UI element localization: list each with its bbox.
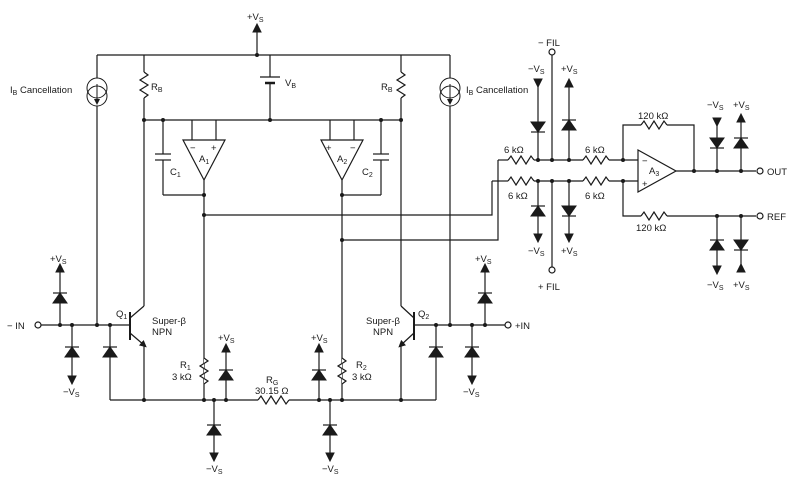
ref-clamp-vpos-label: +VS: [733, 280, 750, 292]
a2-minus: −: [350, 143, 356, 154]
neg-in-vneg-label: −VS: [63, 387, 80, 399]
neg-in-vpos-label: +VS: [50, 254, 67, 266]
a1-plus: +: [211, 143, 217, 154]
r1-label: R1: [180, 360, 191, 372]
r6k-label-upper-right: 6 kΩ: [585, 145, 605, 156]
resistor-rb-right: [395, 55, 407, 300]
r6k-label-upper-left: 6 kΩ: [504, 145, 524, 156]
r2-label: R2: [356, 360, 367, 372]
r6k-label-lower-left: 6 kΩ: [508, 191, 528, 202]
fil-pos-label: + FIL: [538, 282, 560, 293]
lower-fil-vneg-label: −VS: [528, 246, 545, 258]
fil-pos-pin: [548, 181, 556, 274]
resistor-r2: [336, 357, 348, 385]
pos-in-vpos-label: +VS: [475, 254, 492, 266]
a2-plus: +: [326, 143, 332, 154]
ref-clamp-vneg-label: −VS: [707, 280, 724, 292]
r1-value: 3 kΩ: [172, 372, 192, 383]
rg-value: 30.15 Ω: [255, 386, 289, 397]
r2-value: 3 kΩ: [352, 372, 372, 383]
q1-label: Q1: [116, 309, 127, 321]
r2-clamp-vneg-label: −VS: [322, 464, 339, 476]
top-supply-rail: [97, 22, 450, 57]
r2-clamp-vpos-label: +VS: [311, 333, 328, 345]
bottom-bus: [110, 394, 436, 406]
vb-label: VB: [285, 78, 296, 90]
r1-clamp-vneg-label: −VS: [206, 464, 223, 476]
out-clamp-vneg-label: −VS: [707, 100, 724, 112]
c1-label: C1: [170, 167, 181, 179]
pos-input-network: [428, 262, 512, 400]
ref-clamp-diodes: [709, 216, 749, 276]
q2-npn-label: NPN: [373, 327, 393, 338]
a3-plus: +: [642, 179, 648, 190]
neg-in-label: − IN: [7, 321, 25, 332]
a1-minus: −: [190, 143, 196, 154]
r6k-label-lower-right: 6 kΩ: [585, 191, 605, 202]
r120k-ref-label: 120 kΩ: [636, 223, 666, 234]
a1-output-route: [202, 181, 493, 217]
a3-noninverting-path: [492, 175, 638, 187]
upper-fil-vpos-label: +VS: [561, 64, 578, 76]
rg-label: RG: [266, 375, 278, 387]
r120k-feedback-label: 120 kΩ: [638, 111, 668, 122]
upper-fil-clamp-diodes: [530, 77, 577, 160]
ib-cancellation-label-right: IB Cancellation: [466, 85, 528, 97]
pos-in-vneg-label: −VS: [463, 387, 480, 399]
q1-type-label: Super-β: [152, 316, 187, 327]
q2-type-label: Super-β: [366, 316, 401, 327]
q1-npn-label: NPN: [152, 327, 172, 338]
a2-label: A2: [337, 154, 347, 166]
transistor-q2: [398, 300, 436, 400]
c2-label: C2: [362, 167, 373, 179]
lower-fil-clamp-diodes: [530, 181, 577, 244]
capacitor-c2: [342, 120, 389, 196]
a3-minus: −: [642, 156, 648, 167]
ib-cancellation-left: [86, 55, 108, 325]
out-label: OUT: [767, 167, 787, 178]
capacitor-c1: [155, 120, 204, 196]
lower-fil-vpos-label: +VS: [561, 246, 578, 258]
a3-label: A3: [649, 166, 659, 178]
resistor-rb-left: [138, 55, 150, 300]
ib-cancellation-label-left: IB Cancellation: [10, 85, 72, 97]
top-supply-label: +VS: [247, 12, 264, 24]
ref-label: REF: [767, 212, 786, 223]
fil-neg-label: − FIL: [538, 38, 560, 49]
out-clamp-diodes: [709, 112, 749, 171]
upper-fil-vneg-label: −VS: [528, 64, 545, 76]
r1-clamp-vpos-label: +VS: [218, 333, 235, 345]
ib-cancellation-right: [439, 55, 461, 325]
fil-neg-pin: [548, 48, 556, 160]
a1-label: A1: [199, 154, 209, 166]
a3-inverting-path: [498, 154, 638, 166]
resistor-r1: [198, 357, 210, 385]
rb-label-right: RB: [381, 82, 393, 94]
feedback-resistor-120k: [622, 119, 695, 171]
transistor-q1: [110, 300, 147, 400]
rb-label-left: RB: [151, 82, 163, 94]
out-clamp-vpos-label: +VS: [733, 100, 750, 112]
battery-vb: [260, 55, 280, 120]
q2-label: Q2: [418, 309, 429, 321]
pos-in-label: +IN: [515, 321, 530, 332]
r2-clamp-diodes: [311, 342, 338, 463]
neg-input-network: [34, 262, 118, 400]
a2-output-route: [340, 160, 499, 242]
r1-clamp-diodes: [206, 342, 234, 463]
